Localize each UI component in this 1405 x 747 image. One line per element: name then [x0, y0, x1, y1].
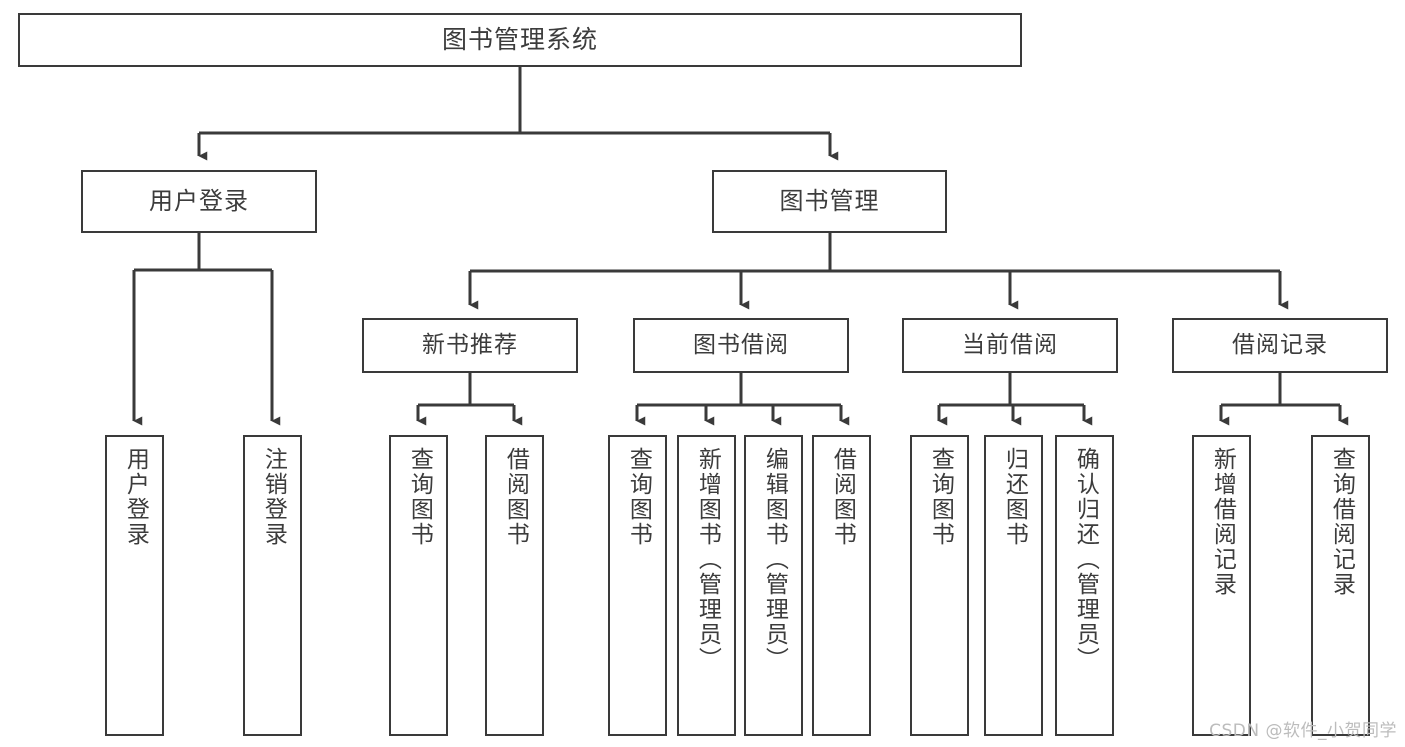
node-label: 新增图书（管理员） — [694, 447, 721, 672]
node-borrow-record[interactable]: 借阅记录 — [1172, 318, 1388, 373]
node-edit-book-admin[interactable]: 编辑图书（管理员） — [744, 435, 803, 736]
node-label: 图书管理系统 — [441, 25, 598, 55]
node-new-book-recommend[interactable]: 新书推荐 — [362, 318, 578, 373]
node-borrow-book-action[interactable]: 借阅图书 — [812, 435, 871, 736]
csdn-watermark: CSDN @软件_小贺同学 — [1209, 721, 1397, 741]
node-label: 注销登录 — [260, 447, 287, 547]
node-query-book-current[interactable]: 查询图书 — [910, 435, 969, 736]
node-label: 确认归还（管理员） — [1072, 447, 1099, 672]
node-label: 借阅记录 — [1232, 331, 1328, 358]
node-return-book[interactable]: 归还图书 — [984, 435, 1043, 736]
node-borrow-book-rec[interactable]: 借阅图书 — [485, 435, 544, 736]
node-user-logout-action[interactable]: 注销登录 — [243, 435, 302, 736]
node-label: 图书借阅 — [693, 331, 789, 358]
node-book-borrow[interactable]: 图书借阅 — [633, 318, 849, 373]
node-user-login-action[interactable]: 用户登录 — [105, 435, 164, 736]
node-confirm-return-admin[interactable]: 确认归还（管理员） — [1055, 435, 1114, 736]
node-label: 图书管理 — [779, 187, 880, 216]
node-label: 用户登录 — [122, 447, 149, 547]
node-label: 查询借阅记录 — [1328, 447, 1355, 597]
node-label: 借阅图书 — [502, 447, 529, 547]
node-label: 新书推荐 — [422, 331, 518, 358]
node-query-book-borrow[interactable]: 查询图书 — [608, 435, 667, 736]
node-current-borrow[interactable]: 当前借阅 — [902, 318, 1118, 373]
node-query-book-rec[interactable]: 查询图书 — [389, 435, 448, 736]
node-label: 用户登录 — [149, 187, 249, 216]
node-label: 新增借阅记录 — [1209, 447, 1236, 597]
node-add-borrow-record[interactable]: 新增借阅记录 — [1192, 435, 1251, 736]
node-add-book-admin[interactable]: 新增图书（管理员） — [677, 435, 736, 736]
node-label: 查询图书 — [406, 447, 433, 547]
node-label: 查询图书 — [927, 447, 954, 547]
node-label: 当前借阅 — [962, 331, 1058, 358]
node-user-login[interactable]: 用户登录 — [81, 170, 317, 233]
node-label: 编辑图书（管理员） — [761, 447, 788, 672]
node-label: 查询图书 — [625, 447, 652, 547]
node-label: 归还图书 — [1001, 447, 1028, 547]
node-label: 借阅图书 — [829, 447, 856, 547]
node-root-system[interactable]: 图书管理系统 — [18, 13, 1022, 67]
node-query-borrow-record[interactable]: 查询借阅记录 — [1311, 435, 1370, 736]
node-book-manage[interactable]: 图书管理 — [712, 170, 947, 233]
